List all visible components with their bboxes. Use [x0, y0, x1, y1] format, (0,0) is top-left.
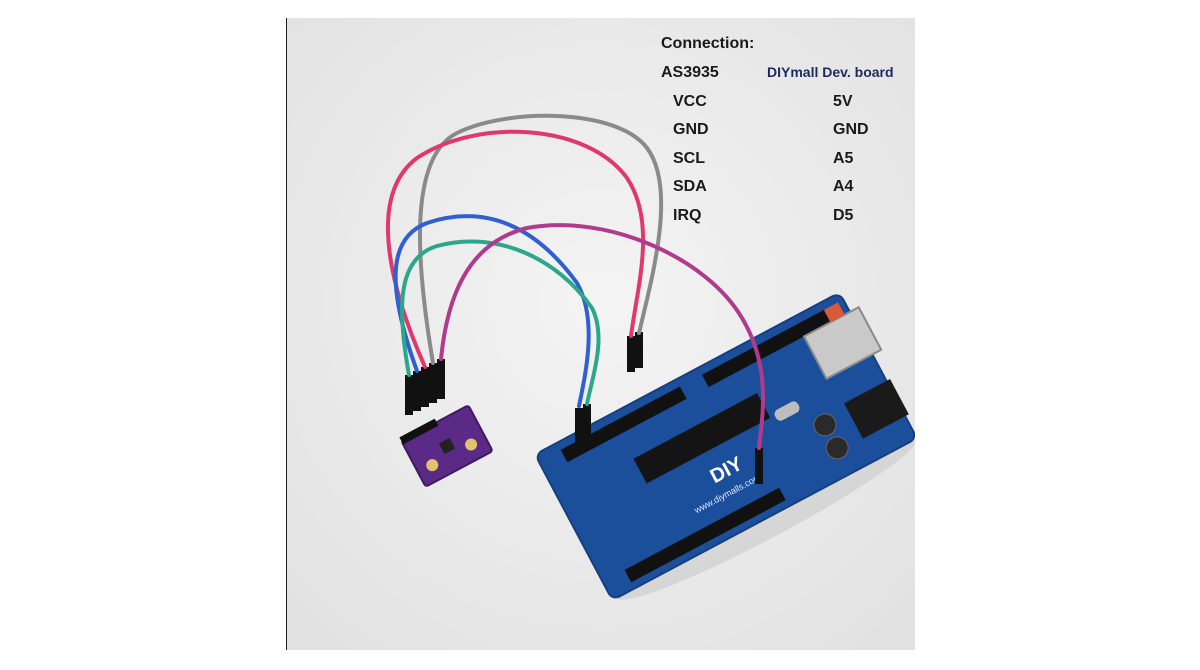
mount-hole: [465, 438, 478, 451]
pin-5v: 5V: [833, 93, 853, 110]
header-analog: [560, 386, 687, 463]
dev-board-header: DIYmall Dev. board: [767, 64, 894, 80]
frame-left-border: [286, 18, 287, 650]
jumper-wires: [386, 113, 765, 450]
as3935-sensor-module: [399, 405, 493, 487]
capacitor: [813, 413, 837, 437]
connector: [627, 336, 635, 372]
sensor-connectors: [405, 359, 445, 415]
connector: [429, 363, 437, 403]
board-pcb: [536, 294, 915, 599]
mcu-chip: [633, 393, 771, 484]
connector: [437, 359, 445, 399]
as3935-header: AS3935: [661, 64, 719, 81]
connection-title: Connection:: [661, 35, 755, 52]
board-connectors: [575, 332, 763, 484]
pin-d5: D5: [833, 207, 854, 224]
reset-button: [823, 302, 845, 323]
header-digital: [702, 309, 833, 388]
sensor-chip: [438, 437, 456, 455]
wire-green: [400, 239, 601, 406]
pin-sda: SDA: [673, 178, 707, 195]
arduino-board: DIY www.diymalls.com: [536, 294, 915, 600]
connector: [575, 408, 583, 444]
mount-hole: [426, 459, 439, 472]
pin-gnd: GND: [673, 121, 709, 138]
connector: [755, 448, 763, 484]
pin-a4: A4: [833, 178, 854, 195]
wire-gray: [418, 113, 664, 365]
wiring-illustration: DIY www.diymalls.com: [287, 18, 915, 650]
product-photo: DIY www.diymalls.com: [287, 18, 915, 650]
pin-scl: SCL: [673, 150, 705, 167]
connector: [583, 404, 591, 440]
connector: [421, 367, 429, 407]
dc-jack: [844, 378, 909, 439]
pin-irq: IRQ: [673, 207, 702, 224]
pin-vcc: VCC: [673, 93, 707, 110]
connector: [635, 332, 643, 368]
crystal: [774, 401, 800, 421]
wire-magenta: [439, 223, 765, 450]
wire-blue: [393, 214, 591, 408]
connector: [405, 375, 413, 415]
pin-a5: A5: [833, 150, 854, 167]
header-power: [624, 487, 786, 583]
connector: [413, 371, 421, 411]
wire-red: [386, 129, 646, 369]
capacitor: [825, 436, 849, 460]
sensor-header: [399, 418, 439, 445]
pin-gnd-board: GND: [833, 121, 869, 138]
